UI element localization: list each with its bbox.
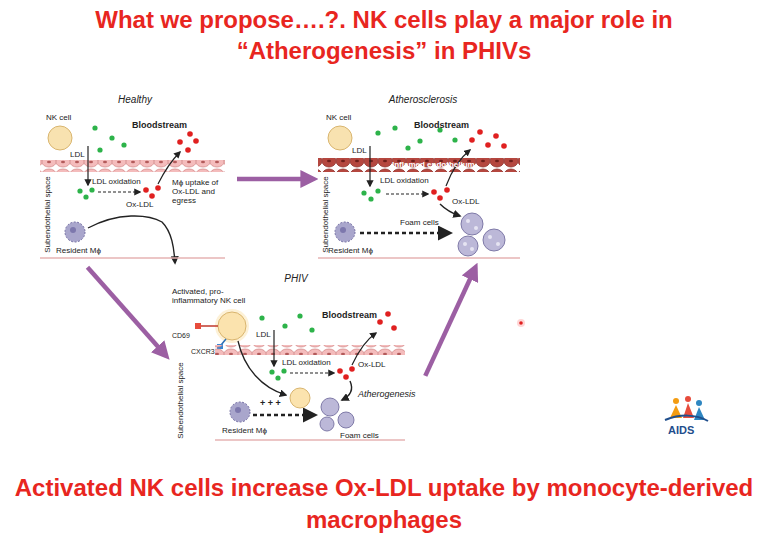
label-text: Ox-LDL bbox=[452, 197, 480, 206]
label-text: CD69 bbox=[172, 332, 190, 340]
label-text: Subendothelial space bbox=[42, 176, 51, 253]
label-text: Bloodstream bbox=[132, 120, 187, 130]
label-text: LDL oxidation bbox=[380, 176, 429, 185]
panel-heading: Atherosclerosis bbox=[316, 93, 530, 106]
panel-arrow bbox=[425, 268, 475, 376]
label-text: Activated, pro-inflammatory NK cell bbox=[172, 287, 262, 305]
label-text: Bloodstream bbox=[414, 120, 469, 130]
label-text: AIDS bbox=[668, 424, 694, 436]
logo bbox=[665, 396, 708, 421]
label-text: Atherogenesis bbox=[358, 389, 416, 399]
panel-heading: PHIV bbox=[168, 272, 424, 285]
label-text: Mϕ uptake of Ox-LDL and egress bbox=[172, 178, 224, 205]
label-text: Ox-LDL bbox=[126, 200, 154, 209]
label-text: Ox-LDL bbox=[358, 360, 386, 369]
label-text: LDL bbox=[70, 150, 85, 159]
panel-arrow bbox=[87, 267, 166, 356]
label-text: Resident Mϕ bbox=[222, 426, 267, 435]
label-text: Subendothelial space bbox=[320, 176, 329, 253]
label-text: Bloodstream bbox=[322, 310, 377, 320]
slide-title: What we propose….?. NK cells play a majo… bbox=[39, 4, 729, 66]
label-text: Inflamed endothelium bbox=[392, 160, 475, 169]
label-text: LDL oxidation bbox=[282, 358, 331, 367]
label-text: LDL oxidation bbox=[92, 177, 141, 186]
label-text: LDL bbox=[256, 330, 271, 339]
label-text: CXCR3 bbox=[191, 348, 215, 356]
label-text: + + + bbox=[260, 398, 281, 408]
label-text: NK cell bbox=[46, 113, 71, 122]
atherosclerosis-illustration bbox=[318, 125, 520, 258]
label-text: LDL bbox=[352, 146, 367, 155]
phiv-illustration bbox=[195, 309, 405, 440]
label-text: Resident Mϕ bbox=[328, 246, 373, 255]
label-text: Resident Mϕ bbox=[56, 246, 101, 255]
slide-caption: Activated NK cells increase Ox-LDL uptak… bbox=[14, 472, 754, 536]
label-text: Foam cells bbox=[340, 431, 379, 440]
label-text: Foam cells bbox=[400, 218, 439, 227]
healthy-illustration bbox=[40, 125, 225, 263]
panel-arrow bbox=[237, 177, 313, 182]
panel-heading: Healthy bbox=[36, 93, 234, 106]
label-text: Subendothelial space bbox=[175, 362, 184, 439]
label-text: NK cell bbox=[326, 113, 351, 122]
pointer-dot bbox=[517, 319, 525, 327]
